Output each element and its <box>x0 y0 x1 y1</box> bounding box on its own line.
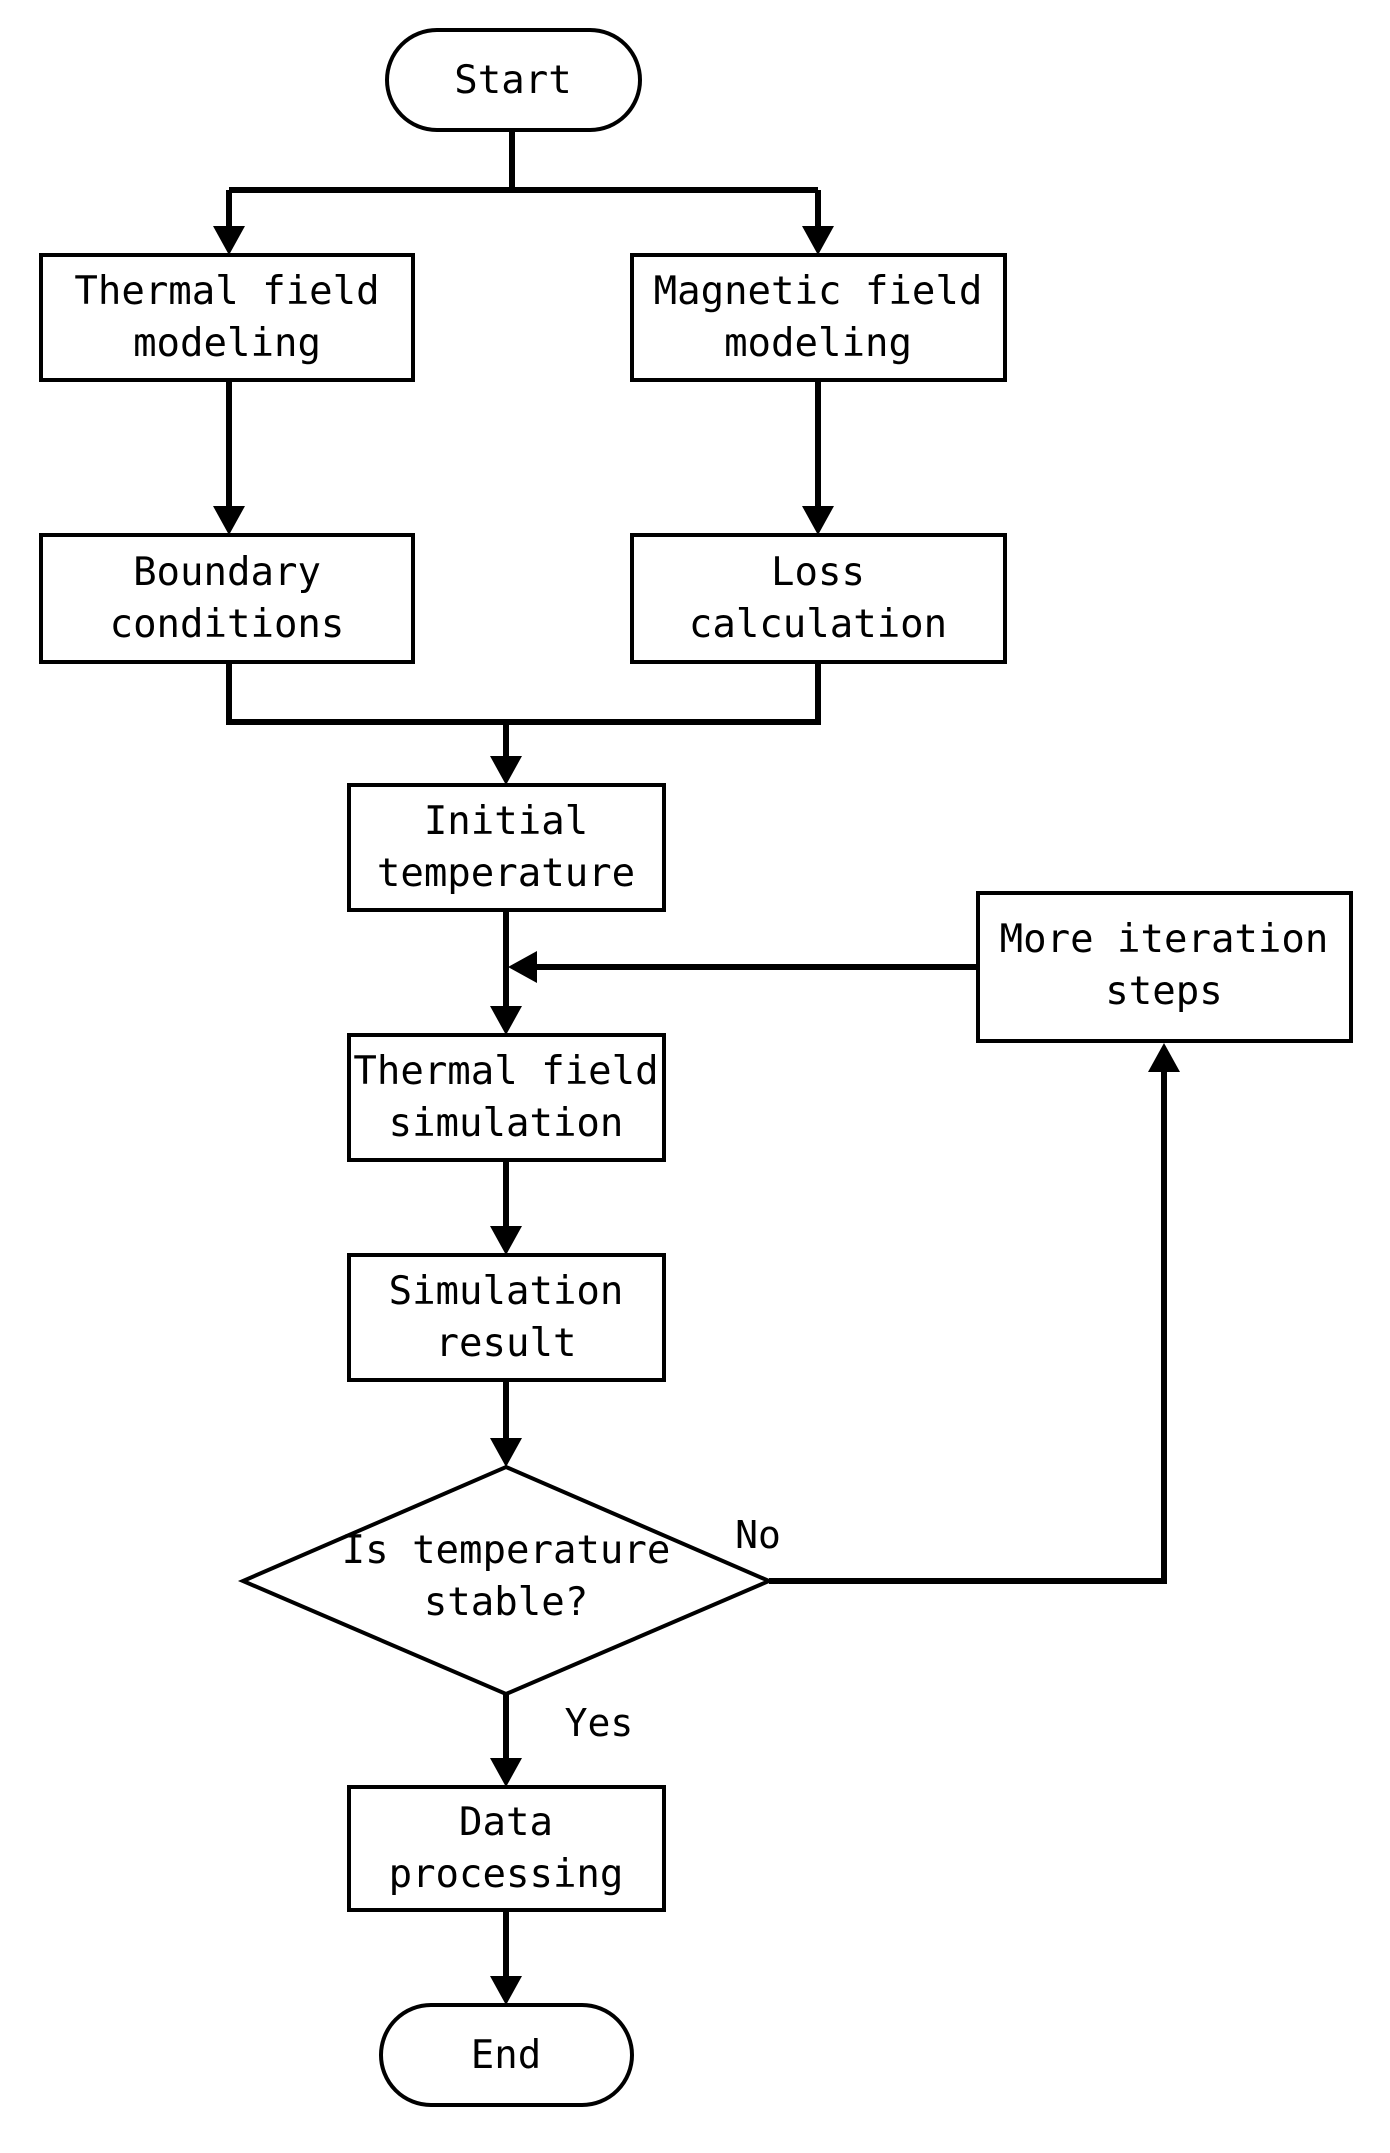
magnetic-field-modeling-shape <box>630 253 1007 382</box>
arrowhead-to-boundary-conditions <box>213 506 245 535</box>
loss-calculation-line2: calculation <box>689 602 947 647</box>
more-iteration-steps-line1: More iteration <box>1000 917 1329 962</box>
thermal-field-modeling-shape <box>39 253 415 382</box>
decision-line2: stable? <box>424 1580 588 1625</box>
connector-decision-no <box>769 1070 1167 1584</box>
magnetic-field-modeling-line2: modeling <box>724 321 912 366</box>
thermal-field-simulation-line2: simulation <box>389 1101 624 1146</box>
initial-temperature-line2: temperature <box>377 851 635 896</box>
data-processing-box: Data processing <box>347 1785 666 1912</box>
connector-start-split <box>226 130 821 228</box>
simulation-result-box: Simulation result <box>347 1253 666 1382</box>
arrowhead-to-initial-temperature <box>490 756 522 785</box>
decision-line1: Is temperature <box>342 1528 671 1573</box>
thermal-field-simulation-box: Thermal field simulation <box>347 1033 666 1162</box>
more-iteration-steps-shape <box>976 891 1353 1043</box>
boundary-conditions-shape <box>39 533 415 664</box>
thermal-field-simulation-line1: Thermal field <box>353 1049 658 1094</box>
simulation-result-shape <box>347 1253 666 1382</box>
start-terminal-shape <box>385 28 642 132</box>
arrowhead-to-loss-calculation <box>802 506 834 535</box>
boundary-conditions-box: Boundary conditions <box>39 533 415 664</box>
initial-temperature-shape <box>347 783 666 912</box>
initial-temperature-box: Initial temperature <box>347 783 666 912</box>
edge-label-no: No <box>735 1513 781 1557</box>
edge-label-yes: Yes <box>565 1701 634 1745</box>
loss-calculation-shape <box>630 533 1007 664</box>
connector-merge-to-initial <box>226 662 821 758</box>
initial-temperature-line1: Initial <box>424 799 588 844</box>
arrowhead-to-decision <box>490 1438 522 1467</box>
thermal-field-modeling-line1: Thermal field <box>74 269 379 314</box>
arrowhead-to-end <box>490 1976 522 2005</box>
temperature-stable-decision: Is temperature stable? <box>237 1464 775 1697</box>
simulation-result-line2: result <box>436 1321 577 1366</box>
decision-diamond-shape <box>237 1464 775 1697</box>
loss-calculation-line1: Loss <box>771 550 865 595</box>
start-terminal: Start <box>385 28 642 132</box>
loss-calculation-box: Loss calculation <box>630 533 1007 664</box>
data-processing-shape <box>347 1785 666 1912</box>
start-label: Start <box>454 58 571 103</box>
arrowhead-to-data-processing <box>490 1758 522 1787</box>
thermal-field-modeling-box: Thermal field modeling <box>39 253 415 382</box>
boundary-conditions-line2: conditions <box>110 602 345 647</box>
boundary-conditions-line1: Boundary <box>133 550 321 595</box>
magnetic-field-modeling-box: Magnetic field modeling <box>630 253 1007 382</box>
end-terminal: End <box>379 2003 634 2107</box>
arrowhead-loop-into-main-line <box>508 951 537 983</box>
thermal-field-simulation-shape <box>347 1033 666 1162</box>
data-processing-line2: processing <box>389 1852 624 1897</box>
arrowhead-to-more-iteration <box>1148 1043 1180 1072</box>
arrowhead-to-simulation-result <box>490 1226 522 1255</box>
thermal-field-modeling-line2: modeling <box>133 321 321 366</box>
more-iteration-steps-box: More iteration steps <box>976 891 1353 1043</box>
data-processing-line1: Data <box>459 1800 553 1845</box>
end-terminal-shape <box>379 2003 634 2107</box>
more-iteration-steps-line2: steps <box>1105 969 1222 1014</box>
magnetic-field-modeling-line1: Magnetic field <box>654 269 983 314</box>
simulation-result-line1: Simulation <box>389 1269 624 1314</box>
end-label: End <box>471 2033 541 2078</box>
arrowhead-to-thermal-simulation <box>490 1006 522 1035</box>
arrowhead-to-thermal-modeling <box>213 226 245 255</box>
arrowhead-to-magnetic-modeling <box>802 226 834 255</box>
